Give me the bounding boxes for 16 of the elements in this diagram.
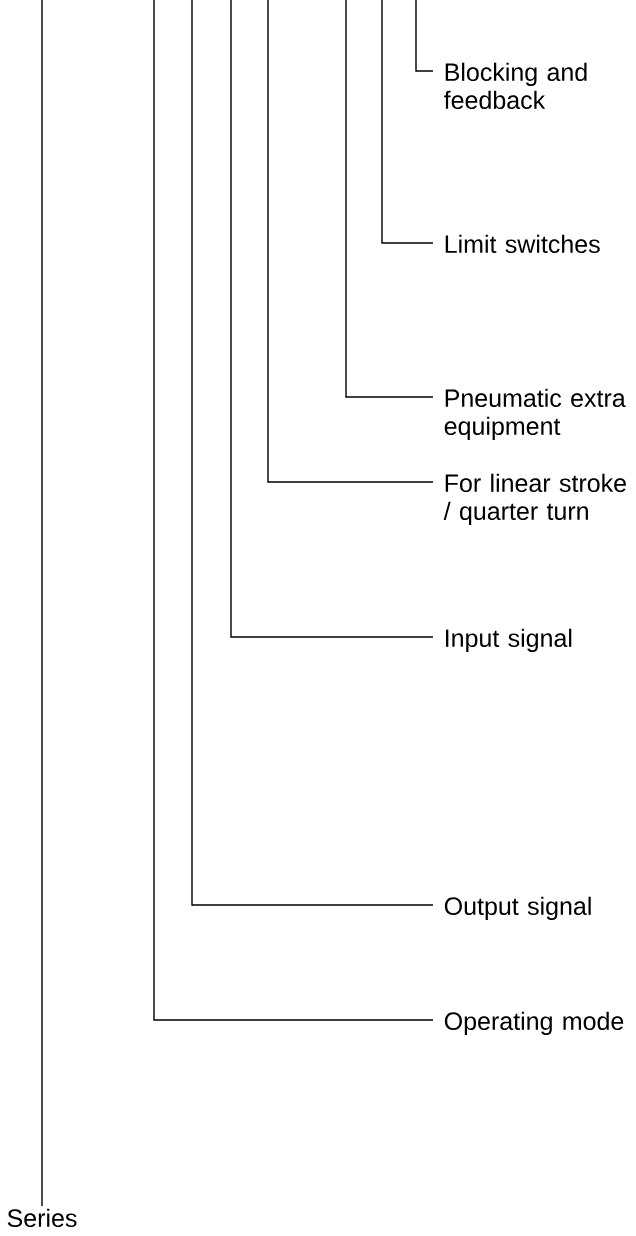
code-label: Output signal xyxy=(444,896,591,920)
leader-line xyxy=(345,0,434,398)
code-label: Input signal xyxy=(446,628,572,652)
leader-line xyxy=(267,0,434,483)
code-label: Blocking and feedback xyxy=(444,62,587,110)
leader-line xyxy=(381,0,434,244)
leader-line xyxy=(153,0,434,1021)
leader-line xyxy=(230,0,434,638)
leader-line xyxy=(41,0,43,1207)
leader-line xyxy=(191,0,434,906)
code-label: Pneumatic extra equipment xyxy=(444,388,626,440)
leader-line xyxy=(415,0,434,72)
code-label: Limit switches xyxy=(445,234,600,254)
code-label: For linear stroke / quarter turn xyxy=(443,473,626,525)
code-label: Operating mode xyxy=(444,1011,624,1035)
code-label: Series xyxy=(7,1208,77,1228)
